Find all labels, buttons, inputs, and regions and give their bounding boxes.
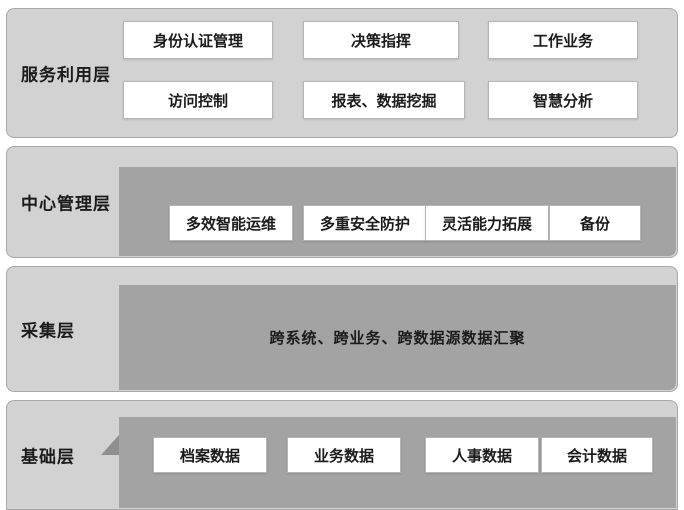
box-backup: 备份 <box>549 205 641 241</box>
box-smart-analysis: 智慧分析 <box>488 81 638 119</box>
corner-notch-triangle <box>101 435 119 455</box>
collection-inner-panel <box>119 285 676 390</box>
layer-label-service: 服务利用层 <box>21 65 111 86</box>
box-business-data: 业务数据 <box>287 437 401 473</box>
layer-label-collection: 采集层 <box>21 321 75 342</box>
collection-description: 跨系统、跨业务、跨数据源数据汇聚 <box>269 329 526 347</box>
box-work-business: 工作业务 <box>488 21 638 59</box>
box-personnel-data: 人事数据 <box>425 437 539 473</box>
box-intelligent-ops: 多效智能运维 <box>169 205 293 241</box>
layer-label-management: 中心管理层 <box>21 194 111 215</box>
layer-base: 基础层 档案数据 业务数据 人事数据 会计数据 <box>6 400 678 510</box>
box-capability-expansion: 灵活能力拓展 <box>425 205 549 241</box>
box-report-data-mining: 报表、数据挖掘 <box>303 81 465 119</box>
box-security-protection: 多重安全防护 <box>303 205 427 241</box>
layer-collection: 采集层 跨系统、跨业务、跨数据源数据汇聚 <box>6 266 678 392</box>
box-accounting-data: 会计数据 <box>541 437 653 473</box>
box-decision-command: 决策指挥 <box>303 21 459 59</box>
box-access-control: 访问控制 <box>123 81 273 119</box>
box-identity-auth-management: 身份认证管理 <box>123 21 273 59</box>
box-archive-data: 档案数据 <box>153 437 267 473</box>
layer-label-base: 基础层 <box>21 447 75 468</box>
layer-central-management: 中心管理层 多效智能运维 多重安全防护 灵活能力拓展 备份 <box>6 146 678 258</box>
layer-service-utilization: 服务利用层 身份认证管理 决策指挥 工作业务 访问控制 报表、数据挖掘 智慧分析 <box>6 8 678 138</box>
